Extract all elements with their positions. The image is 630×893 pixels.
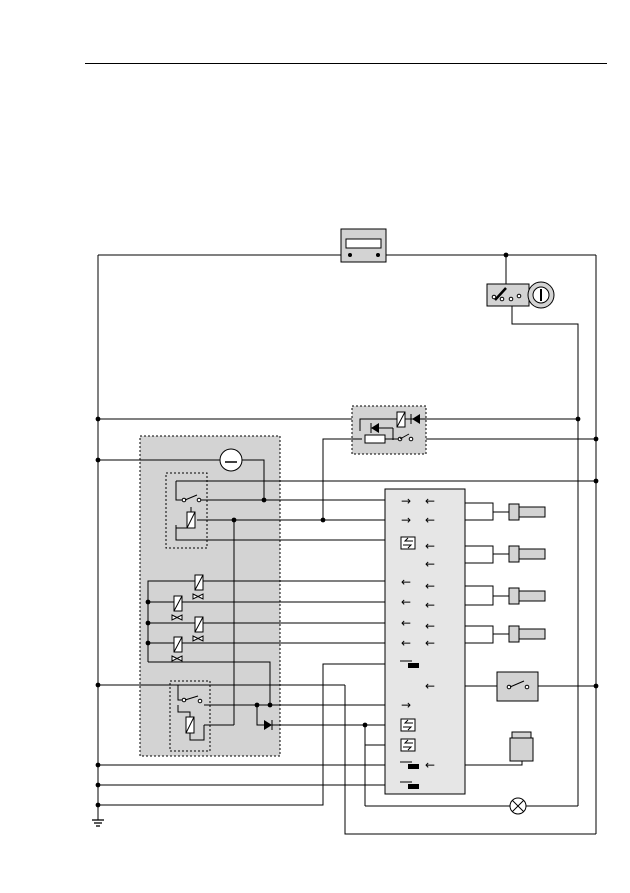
ignition-lock-icon xyxy=(486,281,555,309)
door-switch-icon xyxy=(496,671,539,702)
gauge-icon xyxy=(340,228,387,263)
motor-relay-icon xyxy=(175,480,207,529)
junction-dots xyxy=(95,252,599,808)
arrow-left-icon: ← xyxy=(425,539,435,553)
arrow-left-icon: ← xyxy=(401,595,411,609)
plug-connector-icon xyxy=(508,545,546,563)
output-stage-icon xyxy=(400,781,419,789)
bidirectional-signal-icon xyxy=(400,738,416,752)
plug-connector-icon xyxy=(508,587,546,605)
control-unit xyxy=(384,488,466,795)
motor-icon xyxy=(219,448,243,472)
arrow-left-icon: ← xyxy=(425,636,435,650)
lower-relay-icon xyxy=(177,685,205,741)
header-rule xyxy=(85,63,607,64)
lamp-icon xyxy=(509,797,527,815)
vacuum-pump-icon xyxy=(509,731,534,762)
solenoid-valve-icon xyxy=(171,636,183,662)
arrow-left-icon: ← xyxy=(425,557,435,571)
arrow-left-icon: ← xyxy=(401,636,411,650)
ground-icon xyxy=(92,818,104,827)
bidirectional-signal-icon xyxy=(400,718,416,732)
arrow-right-icon: → xyxy=(401,698,411,712)
diode-icon xyxy=(370,423,394,440)
top-relay-icon xyxy=(359,411,426,431)
arrow-right-icon: → xyxy=(401,513,411,527)
arrow-left-icon: ← xyxy=(401,575,411,589)
bidirectional-signal-icon xyxy=(400,536,416,550)
arrow-left-icon: ← xyxy=(425,758,435,772)
arrow-left-icon: ← xyxy=(425,494,435,508)
arrow-left-icon: ← xyxy=(425,679,435,693)
arrow-right-icon: → xyxy=(401,494,411,508)
top-relay-module xyxy=(351,405,427,455)
solenoid-valve-icon xyxy=(171,595,183,621)
arrow-left-icon: ← xyxy=(425,598,435,612)
lower-relay-box xyxy=(169,680,211,752)
control-unit-symbols: → ← → ← ← ← ← ← ← ← ← ← ← ← ← → ← xyxy=(401,494,435,772)
arrow-left-icon: ← xyxy=(425,619,435,633)
arrow-left-icon: ← xyxy=(425,513,435,527)
output-stage-icon xyxy=(400,660,419,668)
diode-icon xyxy=(264,720,273,730)
plug-connector-icon xyxy=(508,503,546,521)
fuse-icon xyxy=(364,434,398,444)
output-stage-icon xyxy=(400,761,419,769)
solenoid-valve-icon xyxy=(192,574,204,600)
solenoid-valve-icon xyxy=(192,616,204,642)
wiring xyxy=(97,254,597,835)
plug-connector-icon xyxy=(508,625,546,643)
top-relay-switch-icon xyxy=(397,433,414,442)
arrow-left-icon: ← xyxy=(401,616,411,630)
arrow-left-icon: ← xyxy=(425,579,435,593)
actuator-module xyxy=(139,435,281,757)
motor-relay-box xyxy=(165,472,208,549)
